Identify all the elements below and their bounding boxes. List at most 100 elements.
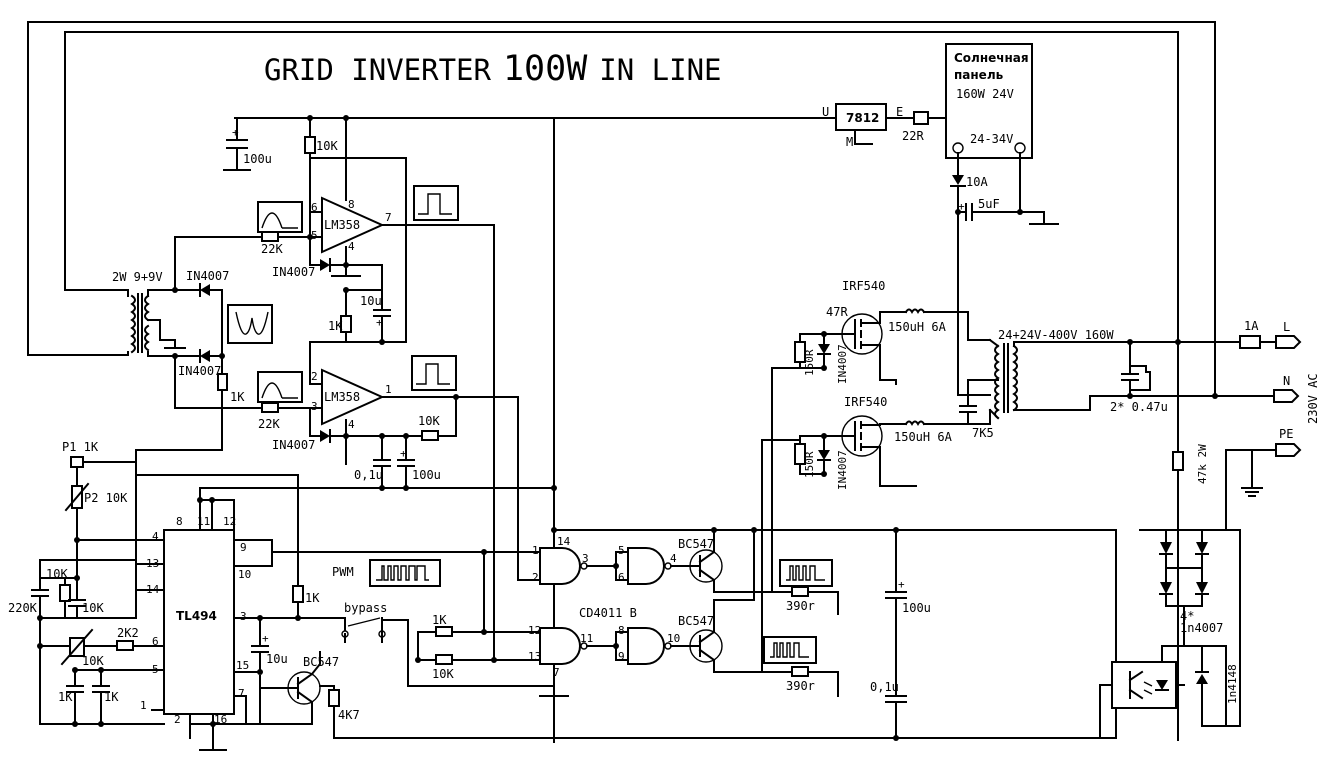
svg-text:10K: 10K <box>82 654 104 668</box>
terminal-pe: PE <box>1241 427 1302 497</box>
svg-text:2W 9+9V: 2W 9+9V <box>112 270 163 284</box>
svg-text:IN4007: IN4007 <box>186 269 229 283</box>
svg-text:+: + <box>376 316 383 329</box>
svg-text:3: 3 <box>311 400 318 413</box>
svg-text:PE: PE <box>1279 427 1293 441</box>
svg-text:4: 4 <box>348 240 355 253</box>
cd4011-gate-3: 12 13 11 7 CD4011 B <box>528 606 637 697</box>
svg-text:24-34V: 24-34V <box>970 132 1013 146</box>
diagram-title: GRID INVERTER 100W IN LINE <box>264 49 722 89</box>
opamp-input-wires <box>174 236 263 409</box>
bypass-switch: bypass <box>341 601 555 687</box>
cd4011-gate-4: 8 9 10 <box>613 624 701 665</box>
waveform-pwm-upper <box>779 559 833 587</box>
tl494-bottom-wiring: + 10u 1K <box>151 585 346 751</box>
svg-text:P2 10K: P2 10K <box>84 491 128 505</box>
cd4011-gate-2: 5 6 4 <box>613 544 701 585</box>
svg-text:3: 3 <box>240 610 247 623</box>
svg-text:7: 7 <box>238 687 245 700</box>
outer-wires <box>27 21 1216 743</box>
svg-text:22K: 22K <box>258 417 280 431</box>
svg-text:100u: 100u <box>243 152 272 166</box>
svg-text:1K: 1K <box>432 613 447 627</box>
svg-text:PWM: PWM <box>332 565 354 579</box>
svg-text:2: 2 <box>532 571 539 584</box>
svg-text:220K: 220K <box>8 601 38 615</box>
svg-text:5uF: 5uF <box>978 197 1000 211</box>
svg-text:4: 4 <box>348 418 355 431</box>
mosfet-lower: IRF540 150R IN4007 150uH 6A <box>794 395 991 490</box>
transformer-small: 2W 9+9V <box>112 270 186 357</box>
bc547-driver-lower: BC547 390r <box>678 439 839 697</box>
resistor-47k-2w: 47k 2W <box>1172 341 1253 531</box>
solar-wiring: 10A + 5uF <box>950 152 1059 396</box>
svg-text:100u: 100u <box>902 601 931 615</box>
svg-text:150uH 6A: 150uH 6A <box>888 320 947 334</box>
svg-text:L: L <box>1283 320 1290 334</box>
svg-text:Солнечная: Солнечная <box>954 51 1029 65</box>
svg-text:1n4148: 1n4148 <box>1226 664 1239 704</box>
svg-text:2K2: 2K2 <box>117 626 139 640</box>
waveform-pulse-lower <box>411 355 457 391</box>
svg-text:1A: 1A <box>1244 319 1259 333</box>
svg-text:7812: 7812 <box>846 111 879 125</box>
svg-text:9: 9 <box>618 650 625 663</box>
svg-text:10K: 10K <box>418 414 440 428</box>
svg-text:9: 9 <box>240 541 247 554</box>
svg-text:390r: 390r <box>786 679 815 693</box>
opamp-feedback: 1K + 10u <box>328 287 407 345</box>
svg-text:10K: 10K <box>82 601 104 615</box>
waveform-pwm-lower <box>763 636 817 664</box>
svg-text:1: 1 <box>385 383 392 396</box>
svg-text:6: 6 <box>311 201 318 214</box>
svg-text:1K: 1K <box>230 390 245 404</box>
svg-text:IN4007: IN4007 <box>272 438 315 452</box>
terminal-l: L <box>1275 320 1302 349</box>
waveform-rectified <box>227 304 273 344</box>
svg-text:10: 10 <box>238 568 251 581</box>
svg-text:15: 15 <box>236 659 249 672</box>
optocoupler: 1n4148 <box>1099 645 1239 739</box>
svg-text:12: 12 <box>223 515 236 528</box>
svg-text:E: E <box>896 105 903 119</box>
svg-text:2* 0.47u: 2* 0.47u <box>1110 400 1168 414</box>
svg-text:bypass: bypass <box>344 601 387 615</box>
svg-text:BC547: BC547 <box>678 537 714 551</box>
svg-text:150uH 6A: 150uH 6A <box>894 430 953 444</box>
svg-text:6: 6 <box>152 635 159 648</box>
svg-text:10A: 10A <box>966 175 988 189</box>
bridge-rectifier: 4* 1n4007 <box>1139 529 1241 727</box>
bc547-driver-upper: BC547 390r <box>678 367 839 615</box>
svg-text:4: 4 <box>152 530 159 543</box>
gate-input-resistors: 1K 10K <box>415 613 541 681</box>
svg-text:IN4007: IN4007 <box>272 265 315 279</box>
regulator-7812: 7812 U E M <box>822 103 915 149</box>
svg-text:+: + <box>958 200 965 213</box>
bc547-tl494: BC547 4K7 <box>259 529 1117 739</box>
svg-text:LM358: LM358 <box>324 390 360 404</box>
output-filter-caps: + 100u 0,1u <box>870 527 931 741</box>
pwm-waveform: PWM <box>332 559 441 587</box>
svg-text:3: 3 <box>582 552 589 565</box>
svg-text:BC547: BC547 <box>303 655 339 669</box>
svg-text:LM358: LM358 <box>324 218 360 232</box>
svg-text:10: 10 <box>667 632 680 645</box>
svg-text:10K: 10K <box>432 667 454 681</box>
svg-text:10u: 10u <box>360 294 382 308</box>
fuse-1a: 1A <box>1239 319 1277 349</box>
svg-text:IRF540: IRF540 <box>844 395 887 409</box>
waveform-pulse-upper <box>413 185 459 221</box>
svg-text:11: 11 <box>580 632 593 645</box>
svg-text:13: 13 <box>528 650 541 663</box>
pot-p1: P1 1K P2 10K <box>62 440 137 579</box>
cap-2x047: 2* 0.47u <box>1110 339 1218 414</box>
svg-text:IN4007: IN4007 <box>178 364 221 378</box>
svg-text:IN4007: IN4007 <box>836 450 849 490</box>
svg-text:+: + <box>262 632 269 645</box>
svg-text:BC547: BC547 <box>678 614 714 628</box>
svg-text:панель: панель <box>954 68 1004 82</box>
terminal-n: N <box>1273 374 1300 403</box>
svg-text:6: 6 <box>618 571 625 584</box>
svg-text:1K: 1K <box>58 690 73 704</box>
